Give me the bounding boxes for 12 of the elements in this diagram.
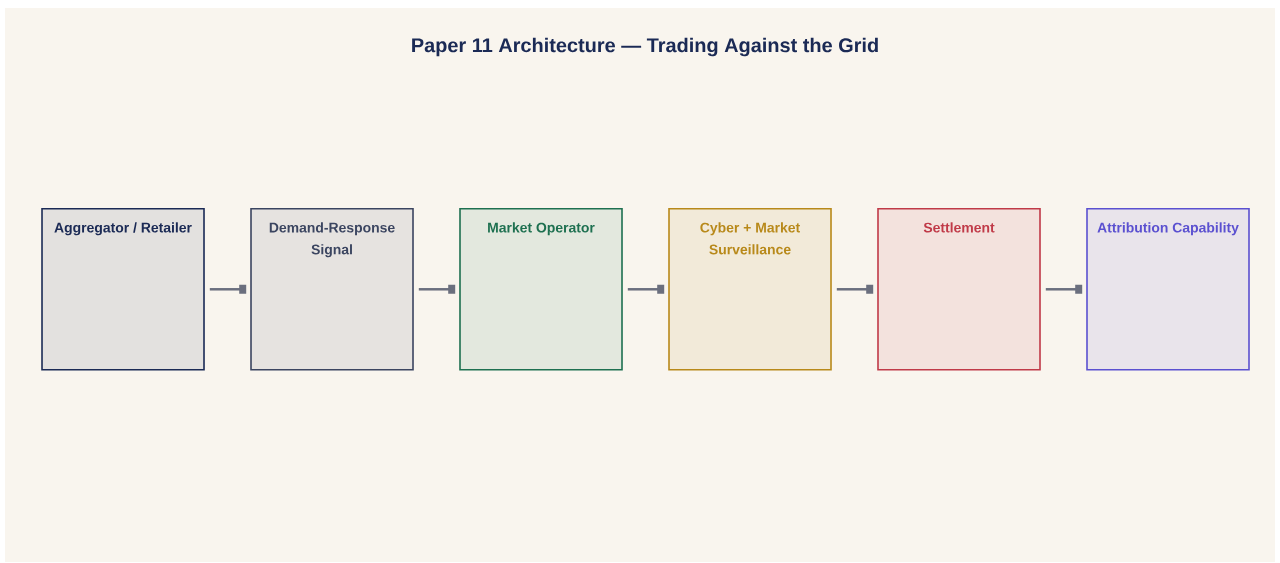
connector bbox=[418, 284, 456, 294]
connector bbox=[1045, 284, 1083, 294]
process-box: Attribution Capability bbox=[1086, 208, 1250, 371]
process-box: Market Operator bbox=[459, 208, 623, 371]
process-box: Aggregator / Retailer bbox=[41, 208, 205, 371]
connector bbox=[209, 284, 247, 294]
connector bbox=[627, 284, 665, 294]
process-box: Settlement bbox=[877, 208, 1041, 371]
process-box: Demand-Response Signal bbox=[250, 208, 414, 371]
title: Paper 11 Architecture — Trading Against the Grid bbox=[412, 37, 878, 57]
process-box: Cyber + Market Surveillance bbox=[668, 208, 832, 371]
connector bbox=[836, 284, 874, 294]
